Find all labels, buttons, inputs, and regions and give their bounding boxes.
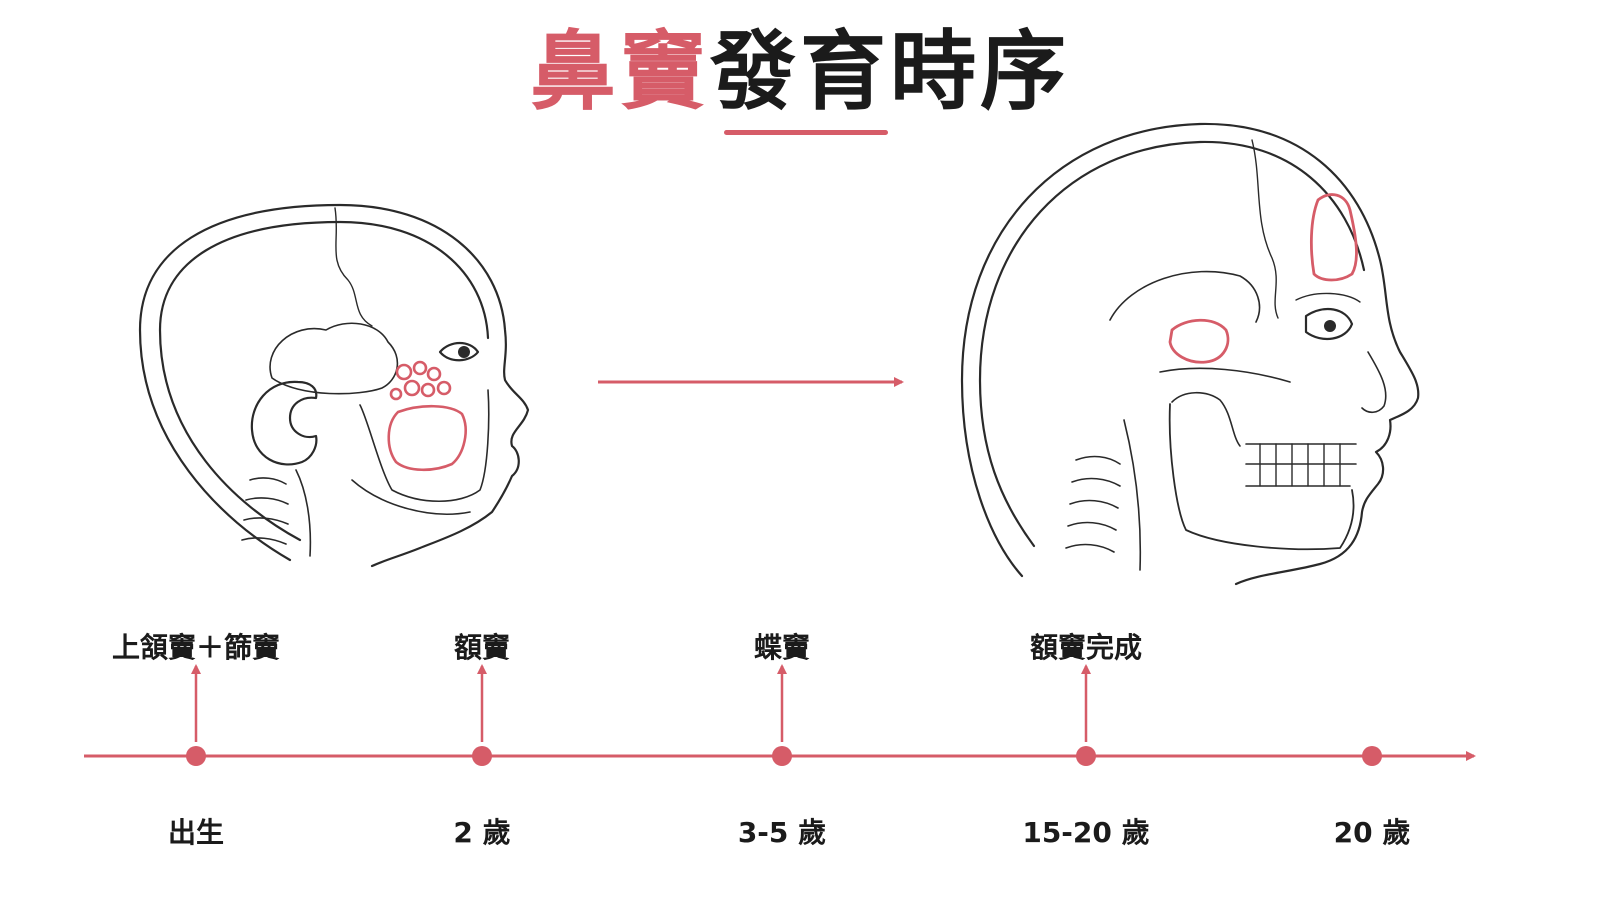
timeline-node [1076, 746, 1096, 766]
timeline [84, 664, 1476, 766]
timeline-node [472, 746, 492, 766]
title-underline [724, 130, 888, 135]
timeline-node [186, 746, 206, 766]
page-title: 鼻竇發育時序 [0, 22, 1600, 122]
age-label-15-20: 15-20 歲 [1022, 816, 1150, 849]
infant-skull-icon [138, 203, 530, 568]
age-label-birth: 出生 [167, 816, 225, 849]
age-label-2: 2 歲 [453, 816, 511, 849]
title-rest: 發育時序 [710, 22, 1070, 122]
timeline-node [1362, 746, 1382, 766]
event-label-maxillary-ethmoid: 上頷竇＋篩竇 [111, 631, 281, 664]
age-label-20: 20 歲 [1333, 816, 1411, 849]
timeline-node [772, 746, 792, 766]
adult-sinus-highlight [1168, 193, 1358, 364]
event-label-frontal-complete: 額竇完成 [1029, 631, 1143, 664]
event-label-sphenoid: 蝶竇 [753, 631, 811, 664]
title-highlight: 鼻竇 [530, 22, 710, 122]
infant-sinus-highlight [387, 360, 467, 472]
event-label-frontal: 額竇 [453, 631, 511, 664]
adult-skull-icon [960, 122, 1420, 586]
age-label-3-5: 3-5 歲 [737, 816, 827, 849]
